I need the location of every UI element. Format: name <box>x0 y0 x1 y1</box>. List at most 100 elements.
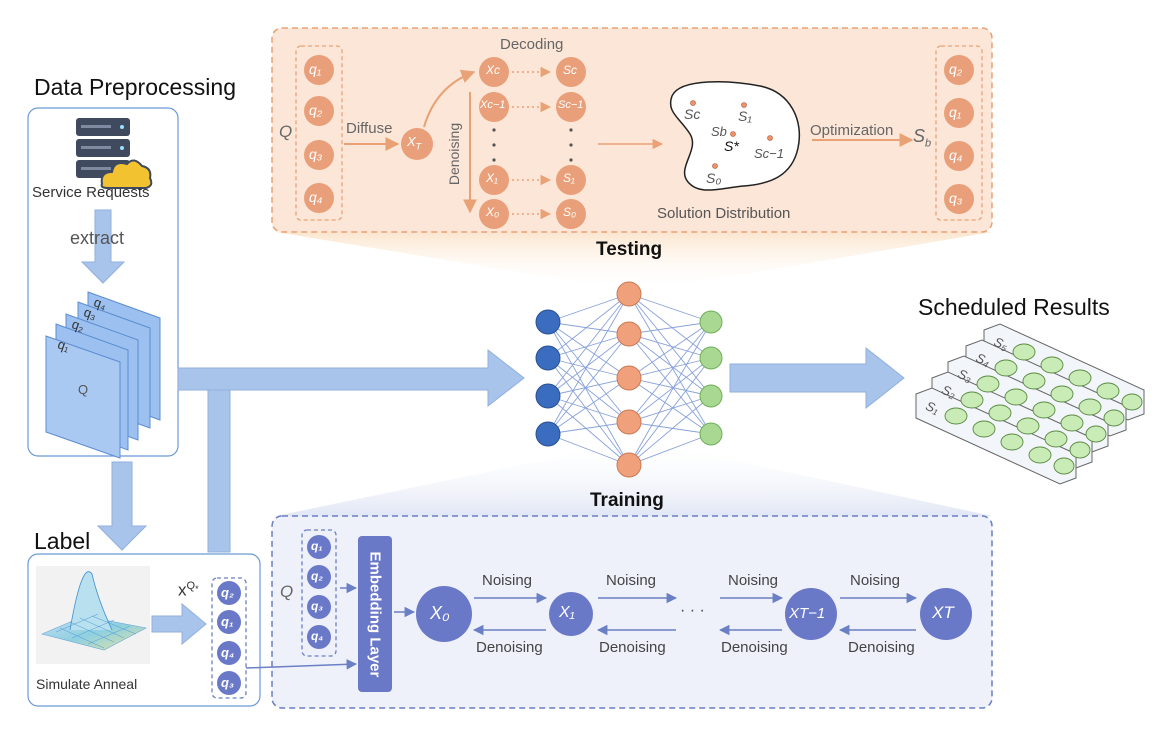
embedding-layer-block <box>358 536 392 692</box>
training-queue-q2: q₂ <box>311 569 323 583</box>
x-column-nodes <box>479 57 509 229</box>
dist-label-sc1: Sc−1 <box>754 146 784 161</box>
testing-input-nodes <box>304 55 334 213</box>
chain-label-xt1: XT−1 <box>789 605 826 622</box>
testing-output-q1: q₁ <box>949 104 962 120</box>
chain-ellipsis: · · · <box>680 602 705 619</box>
testing-input-node <box>304 96 334 126</box>
nn-input-node <box>535 309 561 335</box>
label-queue-text-3: q₃ <box>221 675 234 690</box>
chain-node-x0 <box>416 586 472 642</box>
denoising-label-4: Denoising <box>848 639 915 656</box>
s-node <box>556 92 586 122</box>
dist-label-s0: S₀ <box>706 170 722 186</box>
vertical-ellipsis <box>492 128 573 162</box>
x-node-label-0: X₀ <box>486 205 500 219</box>
s-node-label-1: S₁ <box>563 171 575 185</box>
testing-input-q1: q₁ <box>309 61 322 77</box>
testing-output-q2: q₂ <box>949 61 963 77</box>
training-funnel <box>276 440 992 516</box>
training-queue-node <box>307 565 331 589</box>
chain-label-x0: X₀ <box>430 603 450 623</box>
sb-label: Sb <box>913 126 931 150</box>
s-column-nodes <box>556 57 586 229</box>
nn-output-node <box>699 422 723 446</box>
label-queue-node <box>217 641 241 665</box>
testing-funnel <box>276 232 992 292</box>
testing-panel <box>271 27 993 233</box>
data-preprocessing-title: Data Preprocessing <box>34 74 236 100</box>
vertical-link-bar <box>207 389 231 553</box>
training-queue-q3: q₃ <box>311 599 323 613</box>
denoising-vertical-label: Denoising <box>446 122 462 186</box>
service-requests-label: Service Requests <box>32 184 150 201</box>
training-chain-nodes <box>416 586 972 642</box>
testing-input-q4: q₄ <box>309 189 323 205</box>
extract-arrow <box>80 209 126 284</box>
testing-input-q2: q₂ <box>309 102 323 118</box>
request-sheets <box>45 291 161 459</box>
x-q-sub: * <box>195 584 199 595</box>
s-node-label-c: Sc <box>563 63 578 77</box>
x-node <box>479 199 509 229</box>
s-node-label-0: S₀ <box>563 205 577 219</box>
chain-label-xt: XT <box>932 603 954 622</box>
label-queue-text-2: q₄ <box>221 645 235 660</box>
nn-hidden-layer <box>616 281 642 478</box>
label-queue-node <box>217 671 241 695</box>
server-icon <box>76 118 130 178</box>
xt-to-xc-curve <box>423 69 476 128</box>
dist-label-sb: Sb <box>711 124 727 139</box>
sb-sub: b <box>925 137 932 150</box>
nn-output-node <box>699 346 723 370</box>
training-queue-q4: q₄ <box>311 629 324 643</box>
nn-output-node <box>699 384 723 408</box>
x-q-sup: Q <box>186 580 196 592</box>
training-q-label: Q <box>280 582 294 601</box>
testing-output-node <box>944 184 974 214</box>
training-queue-q1: q₁ <box>311 539 323 553</box>
x-node-label-1: X₁ <box>486 171 498 185</box>
label-queue-text-0: q₂ <box>221 585 234 600</box>
xt-node <box>401 128 433 160</box>
chain-node-xt <box>920 588 972 640</box>
xt-sub: T <box>415 141 422 152</box>
nn-input-node <box>535 421 561 447</box>
testing-input-node <box>304 183 334 213</box>
label-to-embedding-arrow <box>245 659 358 670</box>
x-node <box>479 165 509 195</box>
testing-output-nodes <box>944 55 974 214</box>
testing-output-node <box>944 141 974 171</box>
chain-node-xt-1 <box>785 588 837 640</box>
nn-hidden-node <box>616 321 642 347</box>
scheduled-results-title: Scheduled Results <box>918 294 1110 320</box>
nn-hidden-node <box>616 281 642 307</box>
decoding-label: Decoding <box>500 36 564 53</box>
decoding-dotted-links <box>512 66 552 220</box>
s-node <box>556 165 586 195</box>
solution-distribution-label: Solution Distribution <box>657 205 791 222</box>
noising-label-1: Noising <box>482 572 533 589</box>
sheet-main-label: Q <box>78 382 89 397</box>
training-queue-nodes <box>307 535 331 649</box>
s-node-label-c1: Sc−1 <box>558 99 584 111</box>
noising-label-3: Noising <box>728 572 779 589</box>
x-node <box>479 57 509 87</box>
sb-base: S <box>913 126 926 146</box>
distribution-points <box>690 100 773 169</box>
label-queue-text-1: q₁ <box>221 614 234 629</box>
nn-hidden-node <box>616 409 642 435</box>
dist-label-s1: S₁ <box>738 108 752 124</box>
to-label-arrow <box>96 461 148 551</box>
noising-label-4: Noising <box>850 572 901 589</box>
testing-output-q3: q₃ <box>949 190 963 206</box>
training-panel <box>271 515 993 709</box>
noising-label-2: Noising <box>606 572 657 589</box>
nn-input-layer <box>535 309 561 447</box>
nn-hidden-node <box>616 365 642 391</box>
label-queue-box <box>211 577 247 699</box>
chain-label-x1: X₁ <box>559 604 575 621</box>
s-node <box>556 57 586 87</box>
testing-output-node <box>944 98 974 128</box>
